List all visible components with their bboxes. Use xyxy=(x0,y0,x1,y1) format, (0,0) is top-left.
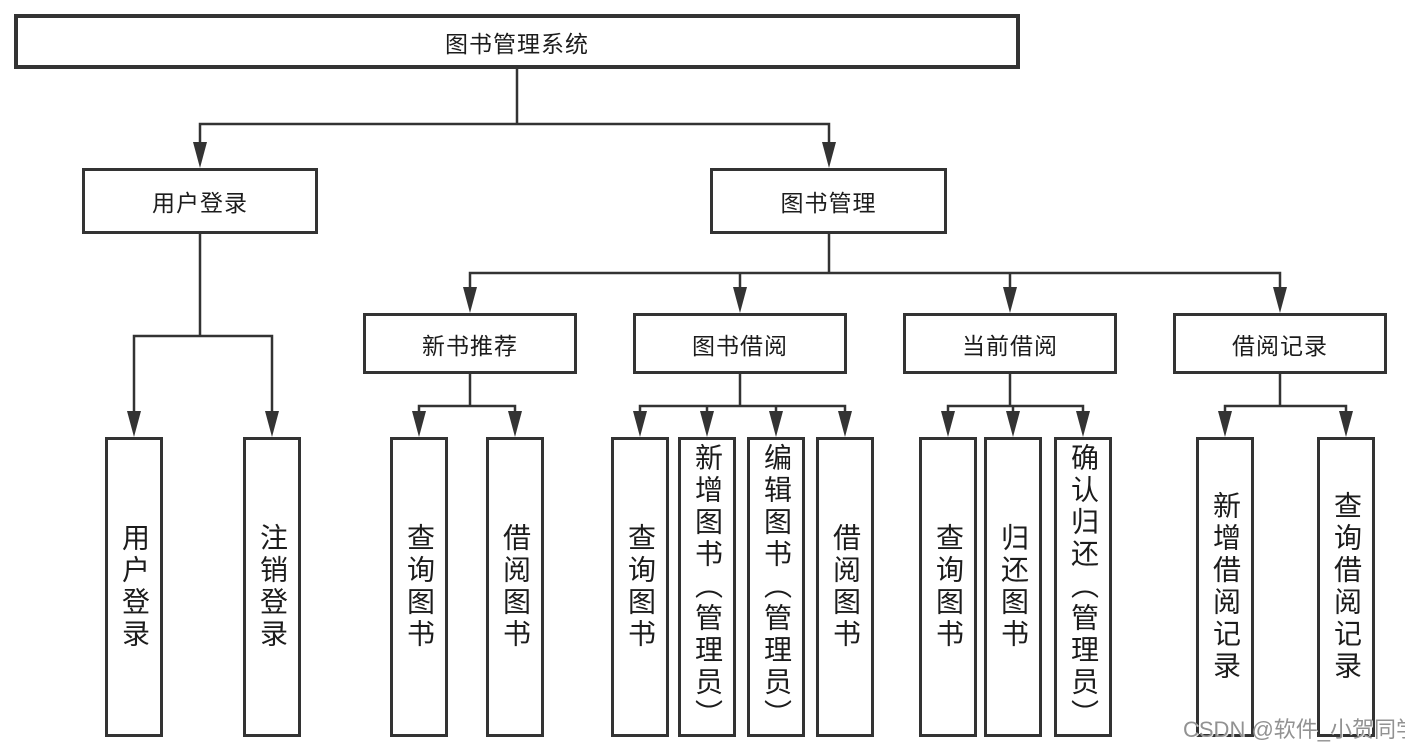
node-new-book-recommend: 新书推荐 xyxy=(363,313,577,374)
node-add-borrow-record: 新增借阅记录 xyxy=(1196,437,1254,737)
node-current-borrowing: 当前借阅 xyxy=(903,313,1117,374)
node-label: 新书推荐 xyxy=(422,332,518,359)
node-label: 查询图书 xyxy=(625,523,656,651)
node-add-book-admin: 新增图书（管理员） xyxy=(678,437,736,737)
node-label: 用户登录 xyxy=(152,190,248,216)
node-label: 图书管理 xyxy=(780,190,877,216)
csdn-watermark: CSDN @软件_小贺同学 xyxy=(1183,717,1405,742)
node-library-management-system: 图书管理系统 xyxy=(14,14,1020,69)
node-user-login: 用户登录 xyxy=(105,437,163,737)
arrowheads xyxy=(127,142,1353,437)
node-label: 确认归还（管理员） xyxy=(1068,443,1099,731)
node-query-books-current: 查询图书 xyxy=(919,437,977,737)
node-label: 查询图书 xyxy=(933,523,964,651)
node-label: 新增图书（管理员） xyxy=(692,443,723,731)
node-label: 当前借阅 xyxy=(962,332,1058,359)
node-label: 用户登录 xyxy=(119,523,150,651)
node-label: 图书借阅 xyxy=(692,332,788,359)
node-confirm-return-admin: 确认归还（管理员） xyxy=(1054,437,1112,737)
node-label: 编辑图书（管理员） xyxy=(761,443,792,731)
node-label: 归还图书 xyxy=(998,523,1029,651)
node-label: 借阅图书 xyxy=(500,523,531,651)
node-label: 借阅图书 xyxy=(830,523,861,651)
node-label: 查询借阅记录 xyxy=(1331,491,1362,683)
node-label: 查询图书 xyxy=(404,523,435,651)
node-edit-book-admin: 编辑图书（管理员） xyxy=(747,437,805,737)
node-book-management-branch: 图书管理 xyxy=(710,168,947,234)
node-query-books-borrow: 查询图书 xyxy=(611,437,669,737)
node-logout: 注销登录 xyxy=(243,437,301,737)
node-query-borrow-record: 查询借阅记录 xyxy=(1317,437,1375,737)
node-book-borrowing: 图书借阅 xyxy=(633,313,847,374)
node-query-books-recommend: 查询图书 xyxy=(390,437,448,737)
node-borrow-books-borrow: 借阅图书 xyxy=(816,437,874,737)
node-borrow-books-recommend: 借阅图书 xyxy=(486,437,544,737)
node-label: 新增借阅记录 xyxy=(1210,491,1241,683)
node-label: 图书管理系统 xyxy=(445,30,589,57)
node-user-login-branch: 用户登录 xyxy=(82,168,318,234)
node-return-book: 归还图书 xyxy=(984,437,1042,737)
node-borrowing-records: 借阅记录 xyxy=(1173,313,1387,374)
node-label: 注销登录 xyxy=(257,523,288,651)
node-label: 借阅记录 xyxy=(1232,332,1328,359)
